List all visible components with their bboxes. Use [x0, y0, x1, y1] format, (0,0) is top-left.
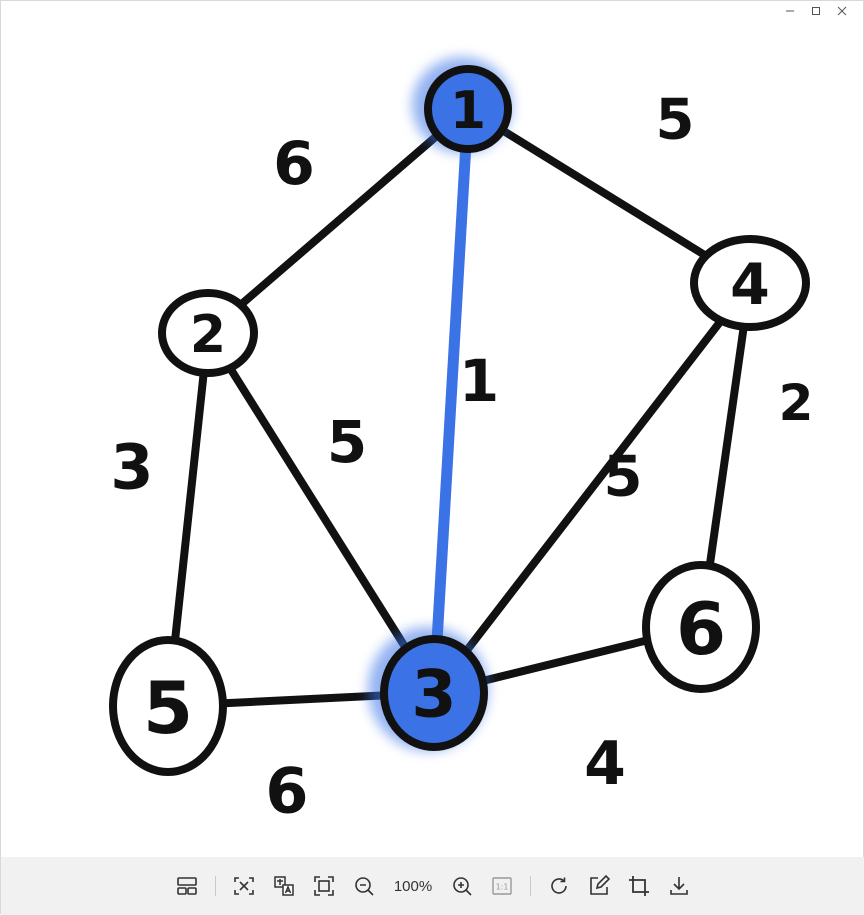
edge-weight-label: 4 — [584, 729, 626, 799]
edge-4-3 — [461, 315, 726, 657]
viewer-toolbar: 100% 1:1 — [1, 857, 864, 915]
rotate-icon[interactable] — [540, 867, 578, 905]
svg-text:1:1: 1:1 — [496, 883, 509, 892]
edge-2-5 — [170, 368, 208, 646]
fit-window-icon[interactable] — [305, 867, 343, 905]
layout-icon[interactable] — [168, 867, 206, 905]
edge-weight-label: 2 — [779, 374, 814, 432]
node-label: 5 — [143, 666, 193, 750]
edge-weight-label: 6 — [265, 755, 308, 828]
toolbar-divider — [530, 876, 531, 896]
edge-1-2 — [236, 130, 443, 310]
window-controls — [777, 1, 855, 21]
node-circle — [642, 561, 760, 693]
edge-4-6 — [705, 321, 748, 572]
edge-5-3 — [217, 691, 390, 708]
edge-1-4 — [497, 125, 711, 261]
translate-icon[interactable] — [265, 867, 303, 905]
node-2: 2 — [158, 289, 258, 377]
edge-weight-label: 1 — [459, 347, 499, 415]
edge-2-3 — [225, 363, 411, 654]
edge-weight-label: 5 — [327, 408, 367, 476]
node-label: 3 — [411, 658, 456, 733]
toolbar-divider — [215, 876, 216, 896]
minimize-icon[interactable] — [777, 1, 803, 21]
node-4: 4 — [690, 235, 810, 331]
node-3: 3 — [368, 627, 488, 751]
node-circle — [690, 235, 810, 331]
crop-icon[interactable] — [620, 867, 658, 905]
edge-1-3 — [431, 142, 472, 646]
extract-text-icon[interactable] — [225, 867, 263, 905]
node-5: 5 — [109, 636, 227, 776]
node-1: 1 — [412, 57, 512, 153]
actual-size-icon[interactable]: 1:1 — [483, 867, 521, 905]
node-circle — [380, 635, 488, 751]
zoom-level: 100% — [393, 877, 433, 895]
node-label: 4 — [730, 252, 770, 318]
edge-weight-label: 6 — [273, 129, 315, 199]
node-circle — [109, 636, 227, 776]
node-label: 6 — [676, 587, 726, 671]
node-label: 2 — [190, 305, 226, 365]
close-icon[interactable] — [829, 1, 855, 21]
maximize-icon[interactable] — [803, 1, 829, 21]
edge-3-6 — [477, 636, 653, 686]
edge-weight-label: 3 — [110, 431, 153, 504]
edge-weight-label: 5 — [656, 88, 695, 153]
node-label: 1 — [450, 81, 486, 141]
download-icon[interactable] — [660, 867, 698, 905]
edge-weight-label: 5 — [604, 445, 643, 510]
edit-icon[interactable] — [580, 867, 618, 905]
zoom-out-icon[interactable] — [345, 867, 383, 905]
node-6: 6 — [642, 561, 760, 693]
zoom-in-icon[interactable] — [443, 867, 481, 905]
node-circle — [158, 289, 258, 377]
node-circle — [424, 65, 512, 153]
